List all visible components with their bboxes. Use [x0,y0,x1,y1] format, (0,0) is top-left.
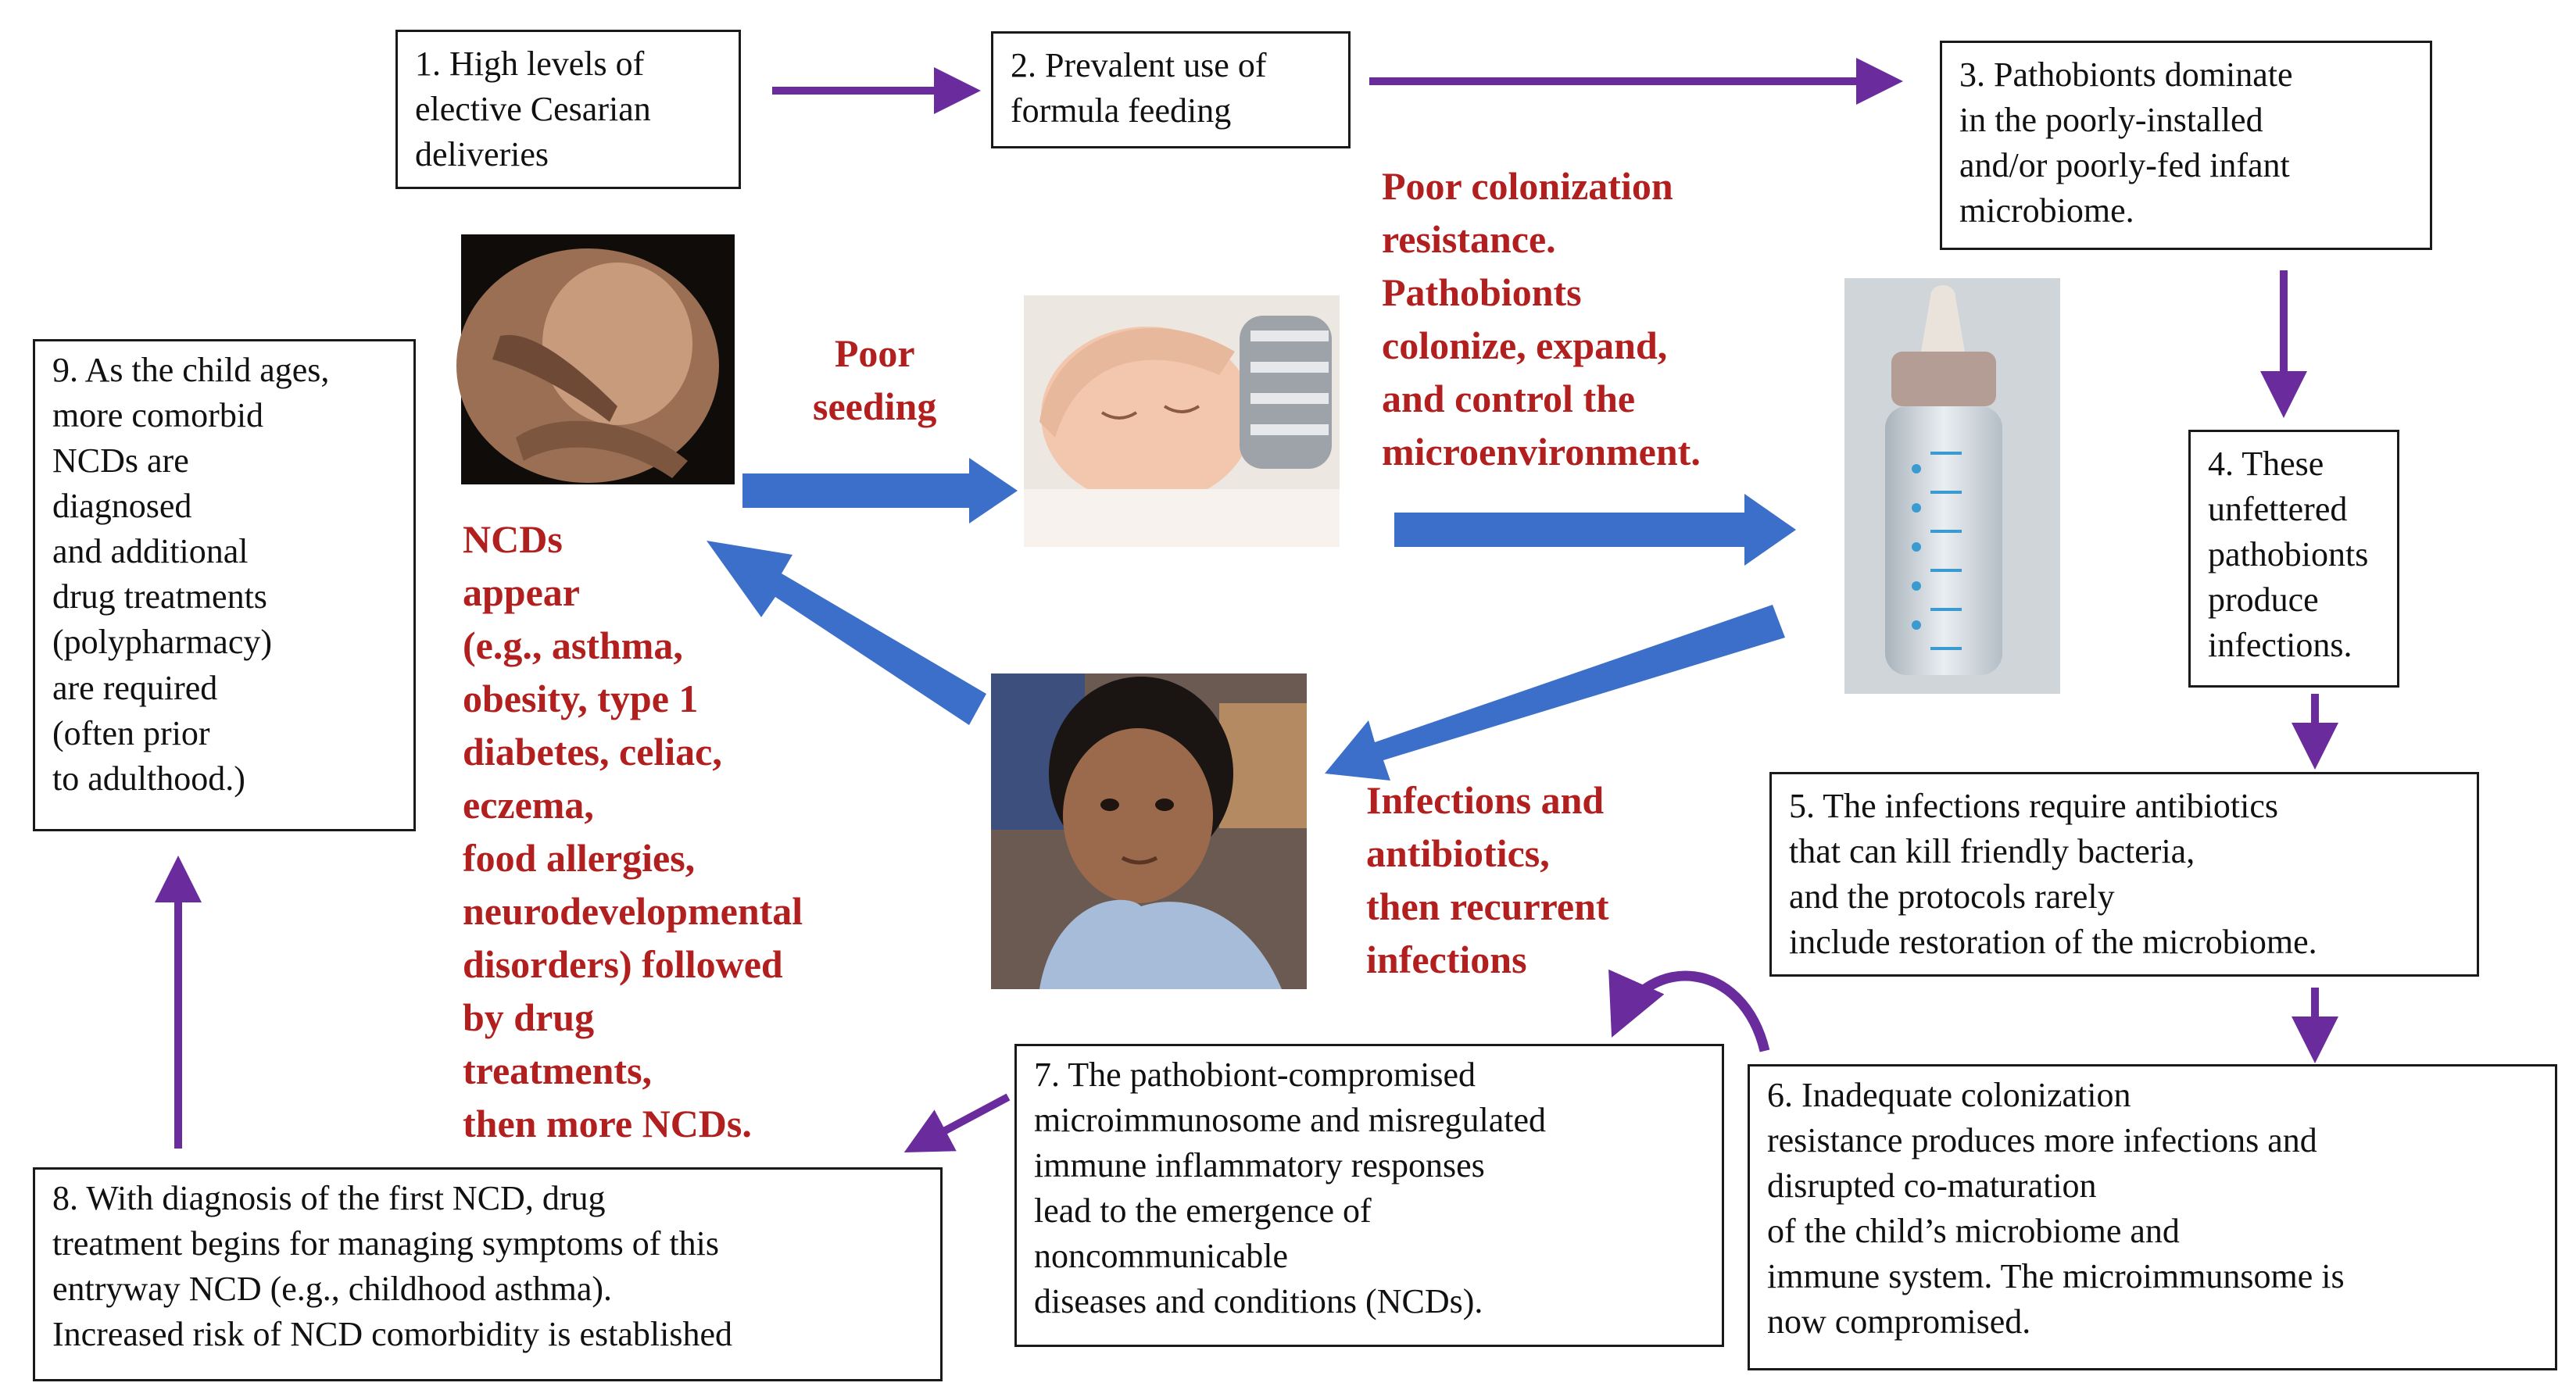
step-9-box: 9. As the child ages, more comorbid NCDs… [33,339,416,831]
pregnant-belly-photo [456,234,735,484]
child-portrait-photo [991,673,1307,989]
step-7-box: 7. The pathobiont-compromised microimmun… [1014,1044,1724,1347]
arrow-7-to-8 [903,1093,1011,1153]
sleeping-baby-photo [1024,295,1340,547]
step-8-box: 8. With diagnosis of the first NCD, drug… [33,1167,943,1381]
arrow-6-to-7-curved [1608,969,1770,1052]
blue-arrow-mother-to-baby [742,458,1018,523]
step-2-box: 2. Prevalent use of formula feeding [991,31,1351,148]
step-1-box: 1. High levels of elective Cesarian deli… [395,30,741,189]
step-4-box: 4. These unfettered pathobionts produce … [2188,430,2399,688]
step-6-box: 6. Inadequate colonization resistance pr… [1748,1064,2557,1370]
step-3-box: 3. Pathobionts dominate in the poorly-in… [1940,41,2432,250]
step-5-box: 5. The infections require antibiotics th… [1769,772,2479,977]
baby-bottle-photo [1844,278,2060,694]
blue-arrow-baby-to-bottle [1394,494,1796,566]
blue-arrow-child-to-mother [707,541,986,725]
annotation-ncds-appear: NCDs appear (e.g., asthma, obesity, type… [463,517,803,1145]
annotation-infections: Infections and antibiotics, then recurre… [1366,778,1609,981]
blue-arrow-bottle-to-child [1325,605,1785,781]
annotation-poor-seeding: Poor seeding [813,331,937,428]
annotation-colonization-resistance: Poor colonization resistance. Pathobiont… [1382,164,1701,473]
